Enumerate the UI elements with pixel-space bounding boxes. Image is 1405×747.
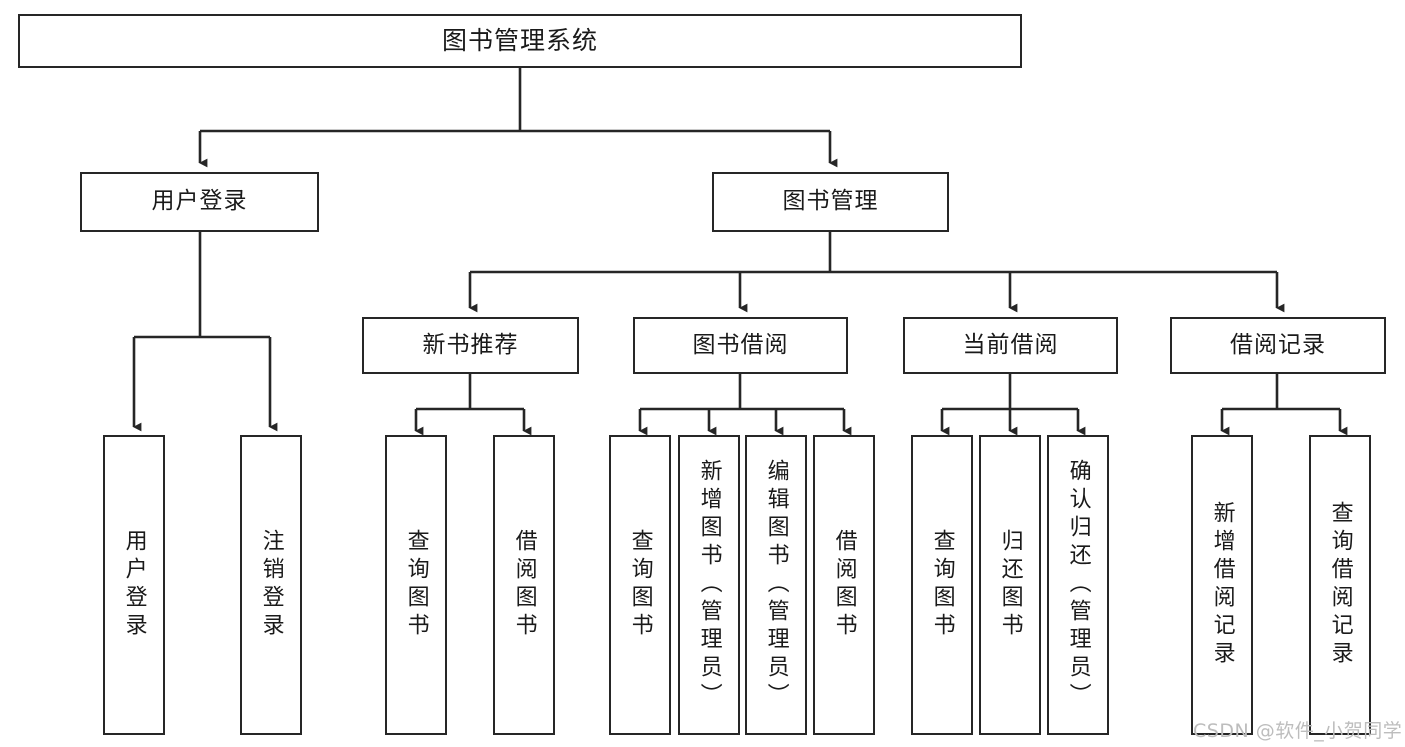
connector-records-to-leaves bbox=[1220, 374, 1348, 436]
leaf-add-book-admin[interactable]: 新增图书（管理员） bbox=[678, 435, 740, 735]
leaf-query-book-borrow[interactable]: 查询图书 bbox=[609, 435, 671, 735]
node-label: 图书借阅 bbox=[692, 331, 789, 358]
leaf-add-borrow-record[interactable]: 新增借阅记录 bbox=[1191, 435, 1253, 735]
leaf-borrow-book-recommend[interactable]: 借阅图书 bbox=[493, 435, 555, 735]
node-new-book-recommend[interactable]: 新书推荐 bbox=[362, 317, 579, 374]
node-book-borrow[interactable]: 图书借阅 bbox=[633, 317, 848, 374]
node-borrow-records[interactable]: 借阅记录 bbox=[1170, 317, 1386, 374]
leaf-user-login[interactable]: 用户登录 bbox=[103, 435, 165, 735]
leaf-query-book-recommend[interactable]: 查询图书 bbox=[385, 435, 447, 735]
connector-bookmgmt-to-level3 bbox=[468, 232, 1285, 313]
connector-bookborrow-to-leaves bbox=[638, 374, 852, 436]
node-label: 确认归还（管理员） bbox=[1065, 459, 1091, 711]
leaf-borrow-book[interactable]: 借阅图书 bbox=[813, 435, 875, 735]
node-label: 用户登录 bbox=[121, 529, 147, 641]
node-user-login[interactable]: 用户登录 bbox=[80, 172, 319, 232]
connector-newbook-to-leaves bbox=[414, 374, 532, 436]
node-label: 新书推荐 bbox=[422, 331, 519, 358]
node-label: 新增借阅记录 bbox=[1209, 501, 1235, 669]
node-label: 查询图书 bbox=[403, 529, 429, 641]
csdn-watermark: CSDN @软件_小贺同学 bbox=[1193, 720, 1403, 742]
node-label: 图书管理 bbox=[782, 188, 879, 215]
node-label: 查询图书 bbox=[627, 529, 653, 641]
leaf-query-borrow-record[interactable]: 查询借阅记录 bbox=[1309, 435, 1371, 735]
node-label: 查询图书 bbox=[929, 529, 955, 641]
node-label: 查询借阅记录 bbox=[1327, 501, 1353, 669]
node-label: 当前借阅 bbox=[962, 331, 1059, 358]
leaf-edit-book-admin[interactable]: 编辑图书（管理员） bbox=[745, 435, 807, 735]
node-current-borrow[interactable]: 当前借阅 bbox=[903, 317, 1118, 374]
node-root-system[interactable]: 图书管理系统 bbox=[18, 14, 1022, 68]
node-label: 编辑图书（管理员） bbox=[763, 459, 789, 711]
connector-userlogin-to-leaves bbox=[132, 232, 278, 432]
connector-root-to-level2 bbox=[198, 68, 838, 168]
node-book-management[interactable]: 图书管理 bbox=[712, 172, 949, 232]
node-label: 图书管理系统 bbox=[441, 26, 598, 56]
leaf-confirm-return-admin[interactable]: 确认归还（管理员） bbox=[1047, 435, 1109, 735]
leaf-return-book[interactable]: 归还图书 bbox=[979, 435, 1041, 735]
node-label: 借阅图书 bbox=[831, 529, 857, 641]
node-label: 借阅记录 bbox=[1230, 331, 1326, 358]
node-label: 借阅图书 bbox=[511, 529, 537, 641]
node-label: 注销登录 bbox=[258, 529, 284, 641]
node-label: 新增图书（管理员） bbox=[696, 459, 722, 711]
node-label: 归还图书 bbox=[997, 529, 1023, 641]
leaf-logout[interactable]: 注销登录 bbox=[240, 435, 302, 735]
connector-currentborrow-to-leaves bbox=[940, 374, 1086, 436]
leaf-query-book-current[interactable]: 查询图书 bbox=[911, 435, 973, 735]
node-label: 用户登录 bbox=[151, 188, 248, 215]
